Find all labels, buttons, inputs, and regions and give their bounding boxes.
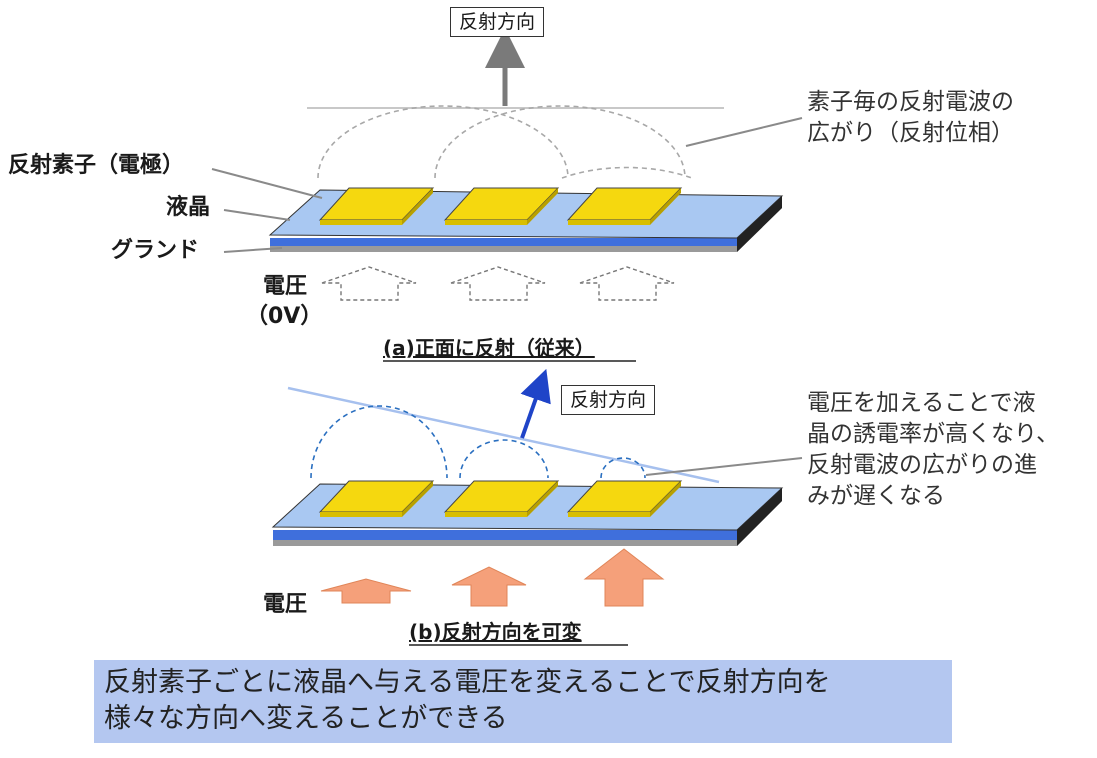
substrate-side bbox=[737, 196, 782, 252]
annotation-a-line-2: 広がり（反射位相） bbox=[807, 120, 1014, 146]
elements-b bbox=[318, 480, 683, 517]
direction-arrow-b bbox=[520, 368, 551, 439]
wave-arc-3 bbox=[600, 457, 646, 479]
reflect-element-front bbox=[320, 220, 402, 225]
elements-a bbox=[318, 187, 683, 225]
leader-element bbox=[211, 168, 323, 199]
reflect-element-front bbox=[445, 512, 527, 517]
reflect-element-side bbox=[527, 481, 558, 517]
annotation-b: 電圧を加えることで液 晶の誘電率が高くなり、 反射電波の広がりの進 みが遅くなる bbox=[807, 388, 1059, 512]
voltage-arrow-small bbox=[320, 578, 412, 604]
reflect-element-side bbox=[650, 481, 681, 517]
annotation-b-line-4: みが遅くなる bbox=[807, 483, 945, 509]
wave-arcs-b bbox=[310, 405, 646, 479]
panel-b bbox=[271, 368, 803, 646]
wave-arc-2 bbox=[459, 439, 549, 479]
wave-arc-2 bbox=[434, 105, 686, 179]
panel-a bbox=[211, 28, 803, 362]
leader-lines-a bbox=[211, 117, 803, 253]
voltage-arrows-b bbox=[320, 548, 665, 607]
leader-annotation-a bbox=[685, 117, 803, 147]
summary-banner: 反射素子ごとに液晶へ与える電圧を変えることで反射方向を 様々な方向へ変えることが… bbox=[94, 660, 952, 743]
caption-b: (b)反射方向を可変 bbox=[409, 620, 582, 644]
voltage-arrow-empty bbox=[450, 266, 546, 301]
summary-line-2: 様々な方向へ変えることができる bbox=[104, 703, 508, 734]
wavefront-line-b bbox=[287, 386, 720, 484]
leader-ground bbox=[223, 247, 283, 253]
wave-arcs-a bbox=[317, 105, 693, 179]
ground-layer bbox=[273, 495, 782, 546]
voltage-arrow-medium bbox=[451, 566, 527, 607]
voltage-arrow-empty bbox=[321, 266, 417, 301]
annotation-a: 素子毎の反射電波の 広がり（反射位相） bbox=[807, 87, 1014, 149]
reflect-element-front bbox=[445, 220, 527, 225]
direction-label-a: 反射方向 bbox=[450, 7, 545, 37]
wave-arc-1 bbox=[317, 105, 569, 179]
direction-label-b: 反射方向 bbox=[561, 385, 656, 415]
voltage-label-b: 電圧 bbox=[263, 592, 308, 617]
voltage-arrows-a bbox=[321, 266, 675, 301]
reflect-element-side bbox=[402, 481, 433, 517]
annotation-b-line-2: 晶の誘電率が高くなり、 bbox=[807, 421, 1060, 447]
wave-arc-3 bbox=[561, 166, 693, 179]
liquid-crystal-label: 液晶 bbox=[166, 195, 211, 220]
reflect-element-side bbox=[650, 188, 681, 225]
voltage-arrow-large bbox=[583, 548, 665, 607]
wave-arc-1 bbox=[310, 405, 448, 479]
reflect-element-front bbox=[568, 512, 650, 517]
annotation-b-line-1: 電圧を加えることで液 bbox=[807, 390, 1036, 416]
annotation-b-line-3: 反射電波の広がりの進 bbox=[807, 452, 1037, 478]
liquid-crystal-layer bbox=[273, 488, 782, 540]
ground-label: グランド bbox=[111, 238, 200, 263]
voltage-arrow-empty bbox=[579, 266, 675, 301]
reflect-element-side bbox=[527, 188, 558, 225]
summary-line-1: 反射素子ごとに液晶へ与える電圧を変えることで反射方向を bbox=[104, 667, 831, 698]
substrate-side bbox=[737, 488, 782, 546]
leader-liquid-crystal bbox=[223, 209, 291, 221]
leader-annotation-b bbox=[645, 457, 803, 476]
liquid-crystal-layer bbox=[270, 196, 782, 246]
voltage-label-a: 電圧 bbox=[263, 274, 308, 299]
reflect-element-front bbox=[568, 220, 650, 225]
reflect-element-front bbox=[320, 512, 402, 517]
ground-layer bbox=[270, 202, 782, 252]
caption-a: (a)正面に反射（従来） bbox=[383, 336, 595, 360]
voltage-value-label: （0V） bbox=[246, 304, 323, 329]
reflect-element-side bbox=[402, 188, 433, 225]
annotation-a-line-1: 素子毎の反射電波の bbox=[807, 89, 1014, 115]
element-label: 反射素子（電極） bbox=[8, 153, 185, 178]
